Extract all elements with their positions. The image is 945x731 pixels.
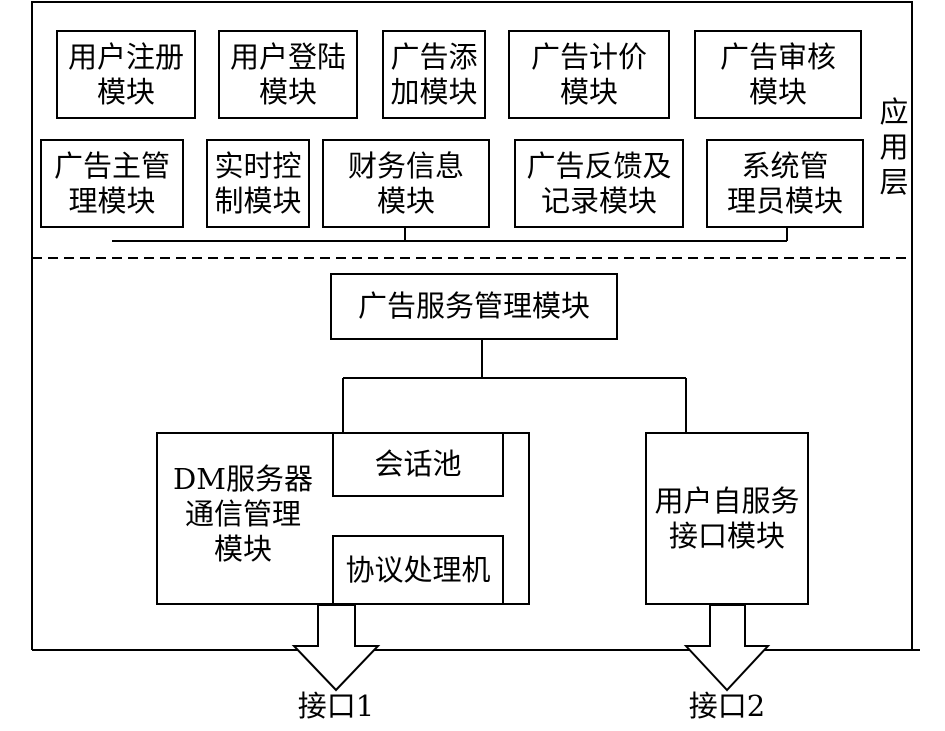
ad-add-label: 广告添 加模块 [390,39,478,109]
ad-review-label: 广告审核 模块 [719,39,836,109]
sysadmin-module: 系统管 理员模块 [706,139,864,228]
ad-service-management-label: 广告服务管理模块 [357,289,590,324]
ad-add-module: 广告添 加模块 [382,30,486,119]
user-self-service-module: 用户自服务 接口模块 [645,432,809,605]
interface-2-label: 接口2 [688,689,766,723]
ad-service-management-module: 广告服务管理模块 [330,273,618,340]
advertiser-management-label: 广告主管 理模块 [53,148,170,218]
realtime-control-module: 实时控 制模块 [206,139,310,228]
ad-feedback-label: 广告反馈及 记录模块 [526,148,672,218]
protocol-processor-module: 协议处理机 [332,535,504,605]
ad-feedback-module: 广告反馈及 记录模块 [514,139,684,228]
user-login-module: 用户登陆 模块 [218,30,358,119]
user-login-label: 用户登陆 模块 [229,39,346,109]
protocol-processor-label: 协议处理机 [345,552,491,587]
outer-frame [31,1,913,650]
interface-2-arrow [683,604,771,692]
advertiser-management-module: 广告主管 理模块 [40,139,184,228]
sysadmin-label: 系统管 理员模块 [726,148,843,218]
dm-server-title: DM服务器 通信管理 模块 [173,462,313,566]
finance-info-module: 财务信息 模块 [322,139,490,228]
ad-pricing-label: 广告计价 模块 [530,39,647,109]
realtime-control-label: 实时控 制模块 [214,148,302,218]
interface-1-label: 接口1 [297,689,375,723]
ad-review-module: 广告审核 模块 [694,30,862,119]
session-pool-label: 会话池 [374,447,462,482]
user-registration-module: 用户注册 模块 [56,30,196,119]
finance-info-label: 财务信息 模块 [347,148,464,218]
ad-pricing-module: 广告计价 模块 [508,30,670,119]
application-layer-label: 应 用 层 [879,95,909,199]
session-pool-module: 会话池 [332,432,504,497]
user-registration-label: 用户注册 模块 [67,39,184,109]
user-self-service-label: 用户自服务 接口模块 [654,483,800,553]
interface-1-arrow [291,604,381,692]
